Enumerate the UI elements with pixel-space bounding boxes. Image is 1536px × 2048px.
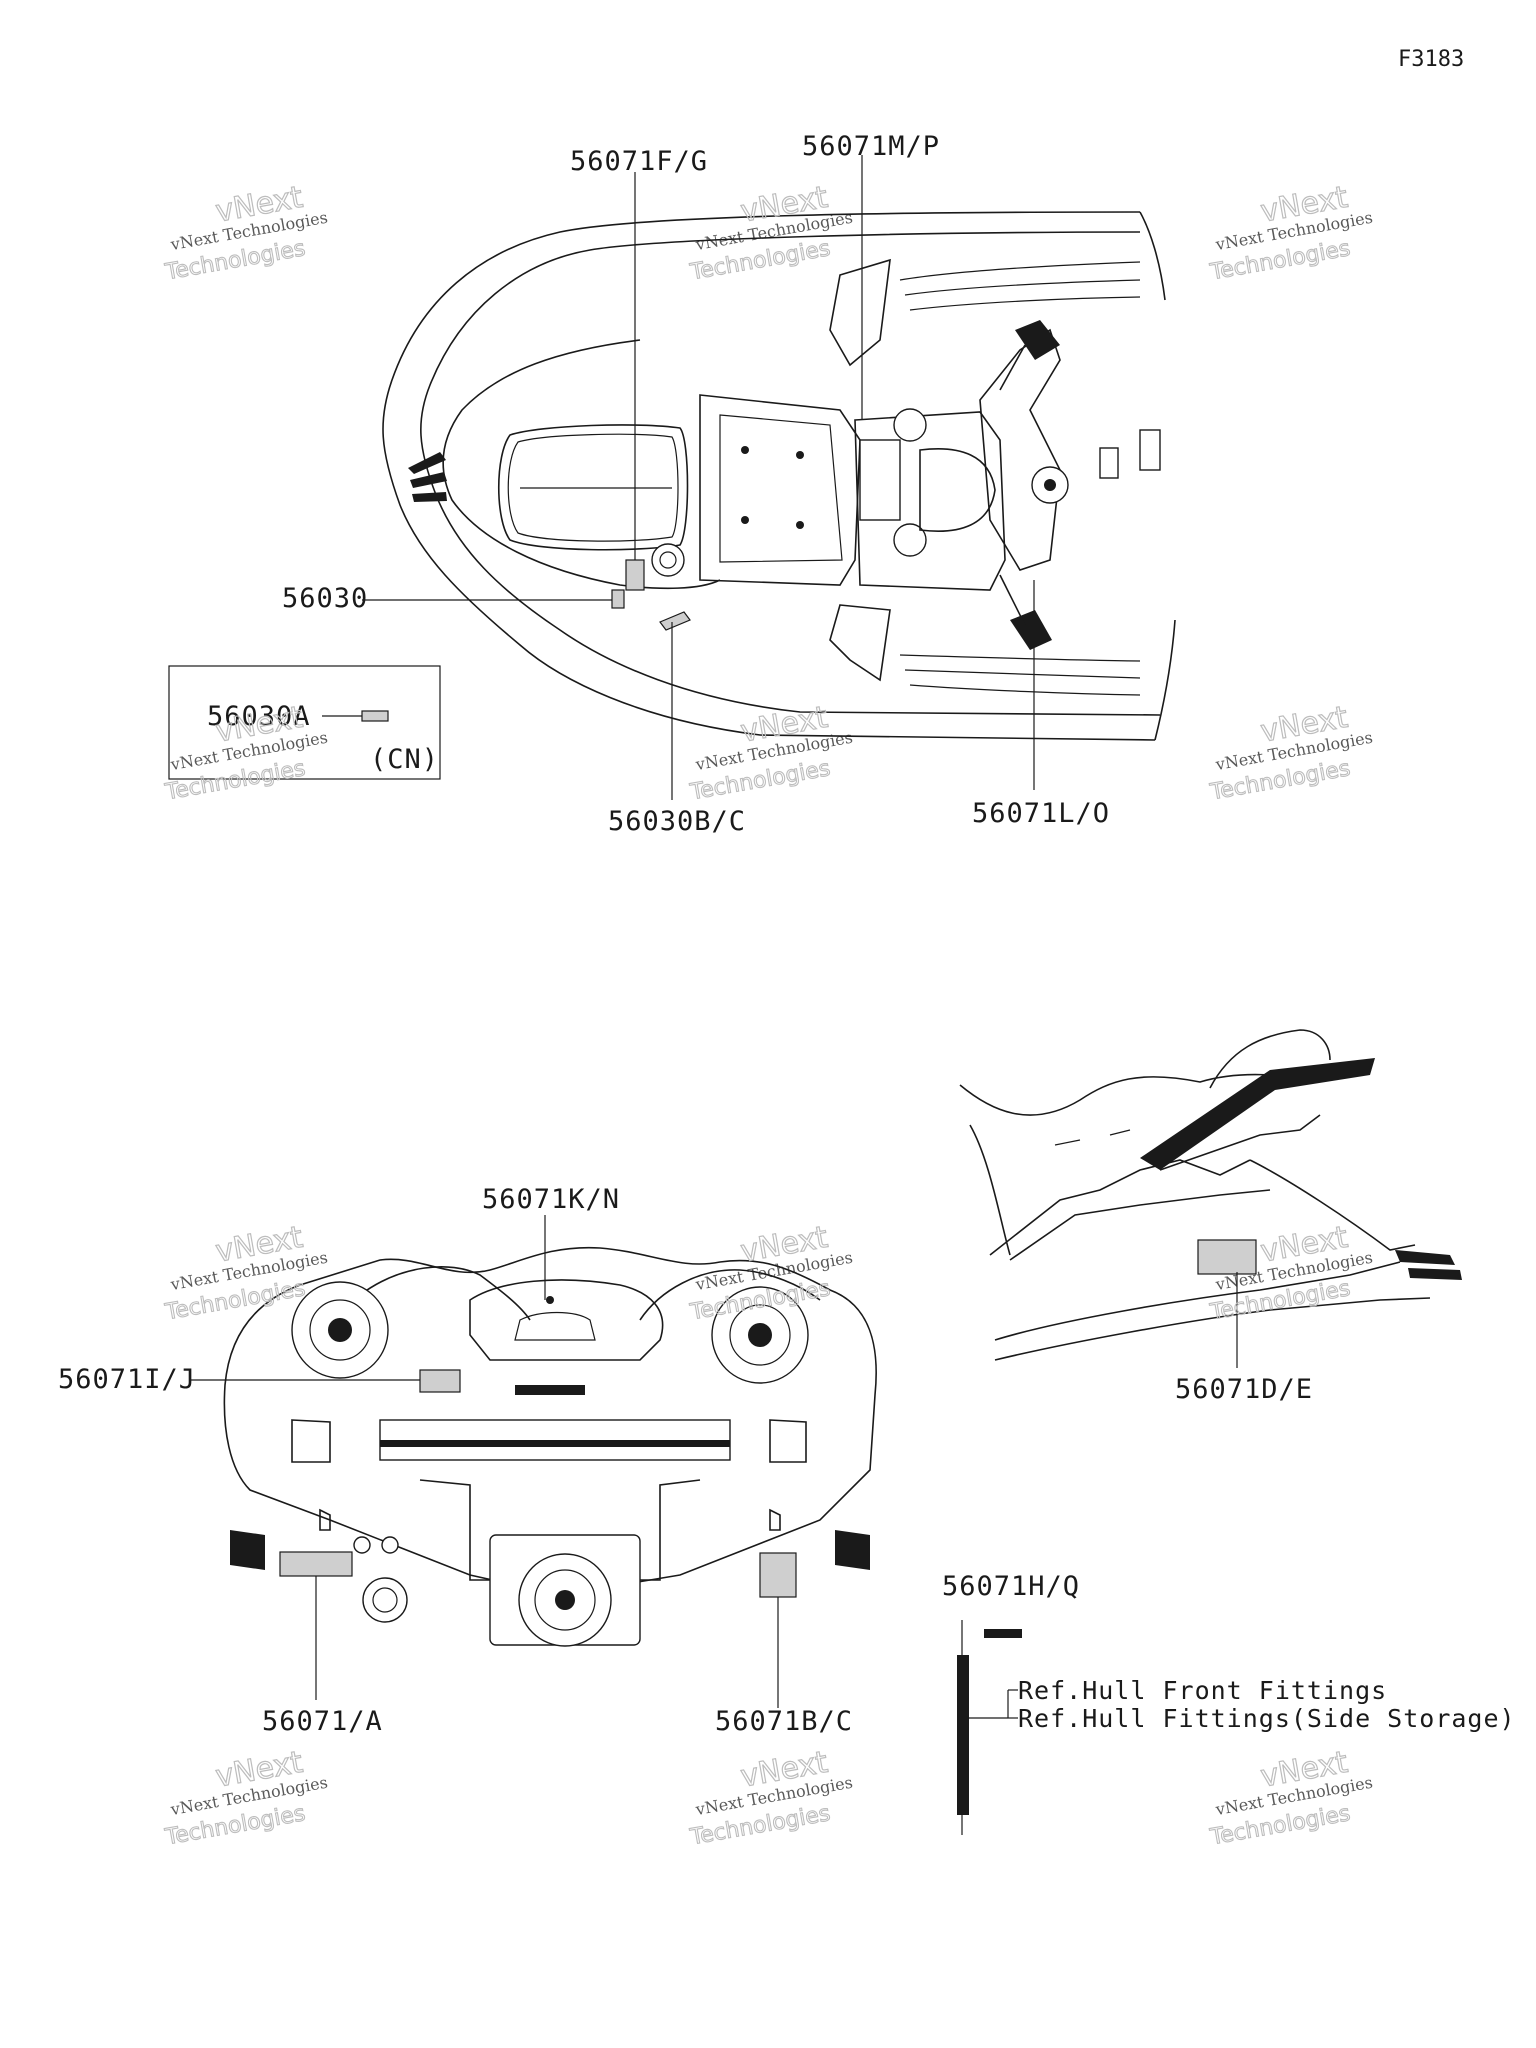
decal-56071i (419, 1369, 461, 1393)
decal-56030b (659, 611, 691, 631)
reference-side-storage: Ref.Hull Fittings(Side Storage) (1018, 1704, 1516, 1733)
watermark: vNext vNext Technologies Technologies (1207, 1744, 1374, 1851)
callout-56030: 56030 (282, 583, 368, 614)
deck-top-view-drawing (382, 211, 1176, 741)
callout-56071hq: 56071H/Q (942, 1571, 1080, 1602)
rear-view-drawing (223, 1246, 877, 1647)
callout-56071lo: 56071L/O (972, 798, 1110, 829)
hull-side-view-drawing (959, 1029, 1462, 1361)
fitting-56071hq: 56071H/Q Ref.Hull Front Fittings Ref.Hul… (942, 1571, 1516, 1835)
top-leader-lines (362, 155, 1035, 800)
watermark: vNext vNext Technologies Technologies (1207, 179, 1374, 286)
callout-56071bc: 56071B/C (715, 1706, 853, 1737)
decal-56071d (1197, 1239, 1257, 1275)
reference-front-fittings: Ref.Hull Front Fittings (1018, 1676, 1387, 1705)
watermark: vNext vNext Technologies Technologies (687, 179, 854, 286)
callout-56071a: 56071/A (262, 1706, 383, 1737)
inset-part-label: 56030A (207, 701, 311, 732)
watermark: vNext vNext Technologies Technologies (687, 1219, 854, 1326)
watermark: vNext vNext Technologies Technologies (162, 179, 329, 286)
callout-56071mp: 56071M/P (802, 131, 940, 162)
decal-56030 (611, 589, 625, 609)
rear-leader-lines (190, 1215, 779, 1708)
callout-56071de: 56071D/E (1175, 1374, 1313, 1405)
figure-code: F3183 (1398, 47, 1464, 72)
watermark: vNext vNext Technologies Technologies (162, 1744, 329, 1851)
watermarks: vNext vNext Technologies Technologies vN… (162, 179, 1374, 1851)
inset-region-label: (CN) (370, 744, 439, 775)
watermark: vNext vNext Technologies Technologies (687, 1744, 854, 1851)
inset-56030a: 56030A (CN) (168, 665, 441, 780)
callout-56030bc: 56030B/C (608, 806, 746, 837)
watermark: vNext vNext Technologies Technologies (1207, 699, 1374, 806)
callout-56071kn: 56071K/N (482, 1184, 620, 1215)
callout-56071ij: 56071I/J (58, 1364, 196, 1395)
decal-56071a (279, 1551, 353, 1577)
decal-56071b (759, 1552, 797, 1598)
callout-56071fg: 56071F/G (570, 146, 708, 177)
